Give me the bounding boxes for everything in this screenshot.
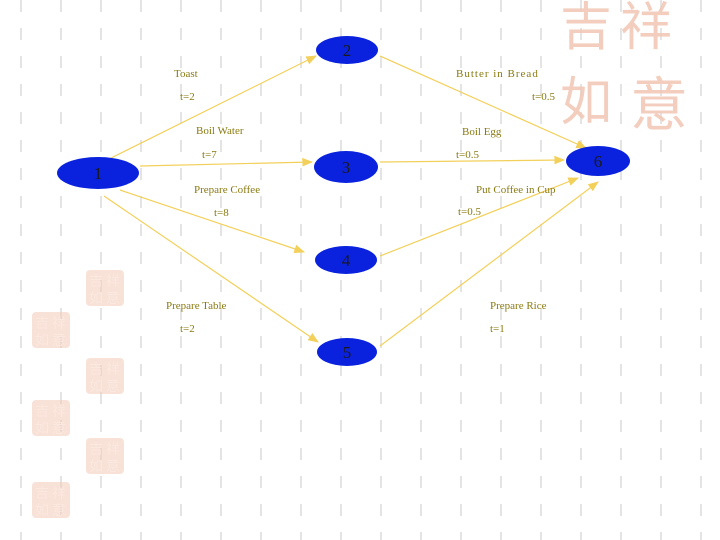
svg-text:吉: 吉 (89, 274, 103, 290)
svg-text:祥: 祥 (52, 486, 66, 502)
node-3: 3 (314, 151, 378, 183)
svg-text:如: 如 (89, 291, 103, 307)
edge-time-toast: t=2 (180, 91, 195, 103)
svg-text:如: 如 (89, 379, 103, 395)
edge-time-prepare-table: t=2 (180, 323, 195, 335)
node-4: 4 (315, 246, 377, 274)
edge-task-butter-bread: Butter in Bread (456, 68, 539, 80)
svg-text:祥: 祥 (106, 442, 120, 458)
edge-1-3 (140, 162, 312, 166)
svg-text:吉: 吉 (89, 442, 103, 458)
svg-text:如: 如 (89, 459, 103, 475)
svg-text:意: 意 (106, 290, 120, 307)
svg-text:祥: 祥 (106, 362, 120, 378)
edge-time-boil-egg: t=0.5 (456, 149, 480, 161)
edge-task-prepare-coffee: Prepare Coffee (194, 184, 260, 196)
svg-text:5: 5 (343, 343, 352, 362)
svg-text:4: 4 (342, 251, 351, 270)
seal-stamp-4: 吉祥如意 (32, 400, 70, 437)
svg-text:如: 如 (35, 421, 49, 437)
svg-text:祥: 祥 (620, 0, 672, 58)
svg-text:意: 意 (52, 420, 66, 437)
seal-stamps-left: 吉祥如意吉祥如意吉祥如意吉祥如意吉祥如意吉祥如意 (32, 270, 124, 519)
edge-1-5 (104, 196, 318, 342)
edge-time-prepare-rice: t=1 (490, 323, 505, 335)
svg-text:意: 意 (52, 332, 66, 349)
svg-text:意: 意 (52, 502, 66, 519)
svg-text:意: 意 (106, 458, 120, 475)
node-1: 1 (57, 157, 139, 189)
edge-task-put-coffee: Put Coffee in Cup (476, 184, 556, 196)
svg-text:如: 如 (560, 73, 612, 133)
svg-text:祥: 祥 (52, 316, 66, 332)
svg-text:6: 6 (594, 152, 603, 171)
svg-text:祥: 祥 (52, 404, 66, 420)
nodes-layer: 2 1 3 6 4 5 (57, 36, 630, 366)
node-6: 6 (566, 146, 630, 176)
svg-text:1: 1 (94, 164, 103, 183)
seal-stamp-3: 吉祥如意 (86, 358, 124, 395)
seal-watermark-large: 吉 祥 如 意 (560, 0, 688, 139)
edge-time-put-coffee: t=0.5 (458, 206, 482, 218)
svg-text:祥: 祥 (106, 274, 120, 290)
seal-stamp-5: 吉祥如意 (86, 438, 124, 475)
seal-stamp-2: 吉祥如意 (32, 312, 70, 349)
edge-task-boil-egg: Boil Egg (462, 126, 502, 138)
svg-text:吉: 吉 (35, 316, 49, 332)
svg-text:意: 意 (630, 71, 688, 139)
node-2: 2 (316, 36, 378, 64)
svg-text:吉: 吉 (35, 486, 49, 502)
seal-stamp-6: 吉祥如意 (32, 482, 70, 519)
edge-time-boil-water: t=7 (202, 149, 217, 161)
svg-text:吉: 吉 (560, 0, 612, 58)
svg-text:意: 意 (106, 378, 120, 395)
edge-time-prepare-coffee: t=8 (214, 207, 229, 219)
svg-text:如: 如 (35, 503, 49, 519)
edge-task-prepare-rice: Prepare Rice (490, 300, 547, 312)
edge-task-toast: Toast (174, 68, 198, 80)
edge-task-prepare-table: Prepare Table (166, 300, 227, 312)
edge-5-6 (380, 182, 598, 346)
svg-text:2: 2 (343, 41, 352, 60)
seal-stamp-1: 吉祥如意 (86, 270, 124, 307)
edge-task-boil-water: Boil Water (196, 125, 244, 137)
edge-time-butter-bread: t=0.5 (532, 91, 556, 103)
svg-text:吉: 吉 (35, 404, 49, 420)
svg-text:3: 3 (342, 158, 351, 177)
svg-text:如: 如 (35, 333, 49, 349)
node-5: 5 (317, 338, 377, 366)
svg-text:吉: 吉 (89, 362, 103, 378)
edge-1-4 (120, 190, 304, 252)
